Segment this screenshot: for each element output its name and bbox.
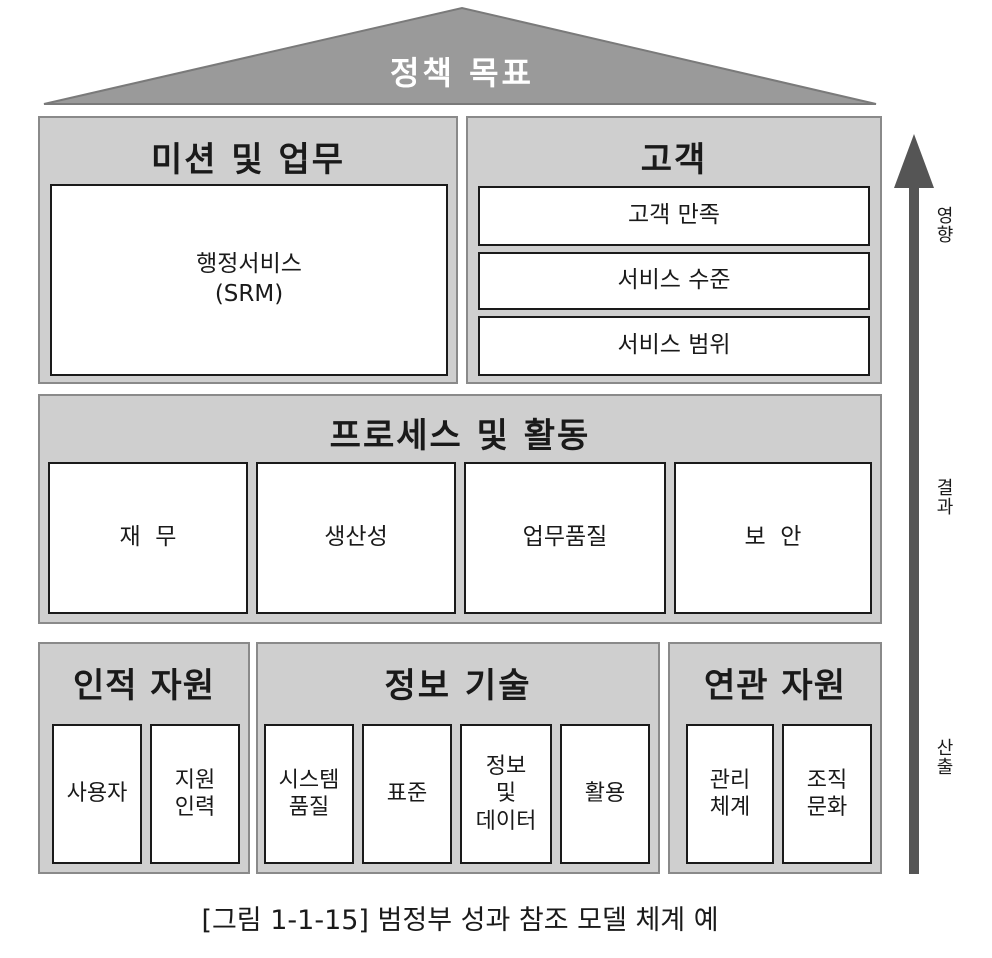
- roof-label: 정책 목표: [390, 54, 534, 92]
- it-item: 활용: [560, 724, 650, 864]
- related-item: 조직 문화: [782, 724, 872, 864]
- axis-label-output: 산출: [933, 738, 954, 776]
- related-title: 연관 자원: [704, 666, 846, 706]
- customer-item: 서비스 수준: [478, 252, 870, 310]
- figure-caption: [그림 1-1-15] 범정부 성과 참조 모델 체계 예: [201, 905, 719, 936]
- mission-box: 행정서비스 (SRM): [50, 184, 448, 376]
- human-item: 지원 인력: [150, 724, 240, 864]
- process-title: 프로세스 및 활동: [329, 416, 591, 456]
- customer-item: 고객 만족: [478, 186, 870, 246]
- axis-label-impact: 영향: [933, 206, 954, 244]
- process-item: 업무품질: [464, 462, 666, 614]
- it-item: 정보 및 데이터: [460, 724, 552, 864]
- process-item: 생산성: [256, 462, 456, 614]
- axis-label-outcome: 결과: [933, 478, 954, 516]
- it-item: 시스템 품질: [264, 724, 354, 864]
- roof-triangle: [43, 6, 877, 105]
- mission-title: 미션 및 업무: [150, 140, 346, 180]
- human-item: 사용자: [52, 724, 142, 864]
- it-item: 표준: [362, 724, 452, 864]
- it-title: 정보 기술: [384, 666, 532, 706]
- human-title: 인적 자원: [73, 666, 215, 706]
- customer-title: 고객: [640, 140, 708, 180]
- process-item: 재 무: [48, 462, 248, 614]
- process-item: 보 안: [674, 462, 872, 614]
- up-arrow-icon: [894, 134, 934, 874]
- mission-box-text: 행정서비스 (SRM): [196, 251, 302, 307]
- related-item: 관리 체계: [686, 724, 774, 864]
- customer-item: 서비스 범위: [478, 316, 870, 376]
